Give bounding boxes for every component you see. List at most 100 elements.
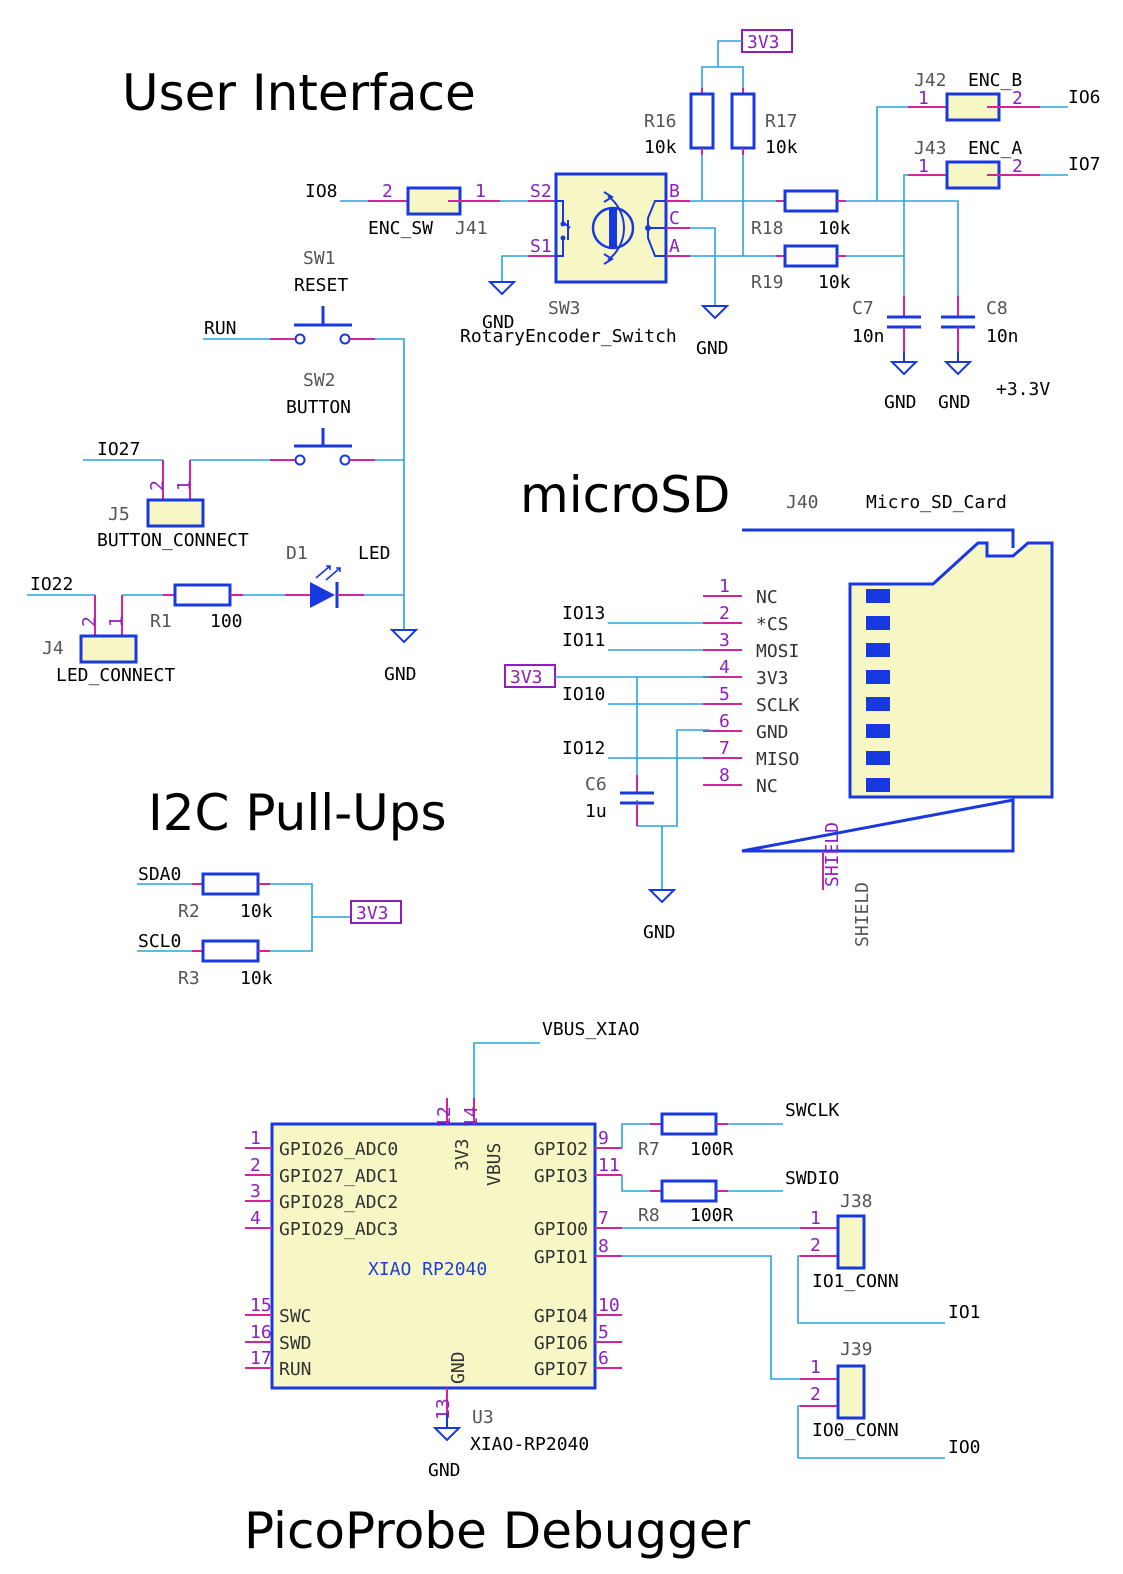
- resistor-r1[interactable]: R1 100: [150, 583, 243, 632]
- connector-j38[interactable]: J38 1 2 IO1_CONN: [800, 1191, 899, 1292]
- capacitor-c8[interactable]: C8 10n GND: [938, 296, 1019, 413]
- svg-text:GPIO4: GPIO4: [534, 1306, 588, 1327]
- net-label-scl0: SCL0: [138, 931, 181, 952]
- connector-j41[interactable]: 2 1 ENC_SW J41: [368, 181, 500, 239]
- resistor-r19[interactable]: R19 10k: [751, 244, 851, 293]
- net-label-sda0: SDA0: [138, 864, 181, 885]
- svg-text:GND: GND: [482, 312, 515, 333]
- capacitor-c7[interactable]: C7 10n GND: [852, 296, 921, 413]
- svg-text:GPIO28_ADC2: GPIO28_ADC2: [279, 1192, 398, 1213]
- svg-text:8: 8: [598, 1236, 609, 1257]
- svg-text:10k: 10k: [644, 137, 677, 158]
- gnd-symbol-sw3: GND: [482, 281, 517, 333]
- svg-text:SWD: SWD: [279, 1333, 312, 1354]
- led-d1[interactable]: D1 LED: [285, 543, 391, 608]
- resistor-r18[interactable]: R18 10k: [751, 189, 851, 239]
- svg-text:J43: J43: [914, 138, 947, 159]
- svg-text:A: A: [669, 236, 680, 257]
- svg-text:LED_CONNECT: LED_CONNECT: [56, 665, 175, 686]
- svg-text:SW1: SW1: [303, 248, 336, 269]
- svg-text:12: 12: [434, 1106, 455, 1128]
- svg-text:10: 10: [598, 1295, 620, 1316]
- svg-text:ENC_A: ENC_A: [968, 138, 1022, 159]
- svg-text:GND: GND: [938, 392, 971, 413]
- svg-text:9: 9: [598, 1128, 609, 1149]
- resistor-r17[interactable]: R17 10k: [730, 88, 798, 158]
- svg-text:R17: R17: [765, 111, 798, 132]
- svg-text:SW3: SW3: [548, 298, 581, 319]
- svg-text:R16: R16: [644, 111, 677, 132]
- ic-u3-xiao-rp2040[interactable]: 12 14 3V3 VBUS XIAO RP2040 13 GND U3 XIA…: [245, 1098, 622, 1455]
- connector-j4[interactable]: 2 1 J4 LED_CONNECT: [42, 595, 175, 686]
- svg-text:IO0_CONN: IO0_CONN: [812, 1420, 899, 1441]
- svg-text:C8: C8: [986, 298, 1008, 319]
- resistor-r2[interactable]: R2 10k: [178, 872, 273, 922]
- resistor-r16[interactable]: R16 10k: [644, 88, 715, 158]
- svg-text:SHIELD: SHIELD: [852, 882, 873, 947]
- svg-text:GPIO1: GPIO1: [534, 1247, 588, 1268]
- resistor-r3[interactable]: R3 10k: [178, 939, 273, 989]
- svg-text:C7: C7: [852, 298, 874, 319]
- resistor-r7[interactable]: R7 100R: [638, 1112, 734, 1160]
- svg-text:BUTTON_CONNECT: BUTTON_CONNECT: [97, 530, 249, 551]
- connector-j42[interactable]: 1 2 J42 ENC_B: [908, 70, 1040, 122]
- svg-text:R2: R2: [178, 901, 200, 922]
- svg-text:J38: J38: [840, 1191, 873, 1212]
- switch-sw1[interactable]: SW1 RESET: [270, 248, 375, 345]
- svg-text:10k: 10k: [818, 272, 851, 293]
- svg-text:1: 1: [719, 576, 730, 597]
- connector-j39[interactable]: J39 1 2 IO0_CONN: [800, 1339, 899, 1441]
- svg-text:S1: S1: [530, 236, 552, 257]
- svg-text:R8: R8: [638, 1205, 660, 1226]
- connector-j43[interactable]: 1 2 J43 ENC_A: [908, 138, 1040, 190]
- sd-contact-pad: [866, 778, 890, 792]
- svg-text:3V3: 3V3: [510, 667, 543, 688]
- svg-text:GND: GND: [384, 664, 417, 685]
- sd-contact-pad: [866, 724, 890, 738]
- sd-contact-pad: [866, 751, 890, 765]
- gnd-symbol-xiao: GND: [428, 1427, 462, 1481]
- gnd-symbol-encoder-c: GND: [696, 305, 730, 359]
- svg-text:7: 7: [719, 738, 730, 759]
- svg-text:100: 100: [210, 611, 243, 632]
- svg-text:14: 14: [461, 1106, 482, 1128]
- svg-text:SWC: SWC: [279, 1306, 312, 1327]
- svg-text:GPIO26_ADC0: GPIO26_ADC0: [279, 1139, 398, 1160]
- svg-text:MISO: MISO: [756, 749, 799, 770]
- svg-text:10n: 10n: [852, 326, 885, 347]
- capacitor-c6[interactable]: C6 1u: [585, 774, 654, 826]
- svg-text:C6: C6: [585, 774, 607, 795]
- svg-text:1u: 1u: [585, 801, 607, 822]
- power-label-plus-3v3: +3.3V: [996, 379, 1050, 400]
- svg-text:2: 2: [382, 181, 393, 202]
- svg-text:R7: R7: [638, 1139, 660, 1160]
- svg-text:5: 5: [719, 684, 730, 705]
- microsd-connector-j40[interactable]: J40 Micro_SD_Card SHIELD SHIELD: [741, 492, 1054, 947]
- svg-text:7: 7: [598, 1208, 609, 1229]
- svg-text:VBUS: VBUS: [484, 1143, 505, 1186]
- microsd-pin-list: 1NC2*CSIO133MOSIIO1143V35SCLKIO106GND7MI…: [562, 576, 800, 797]
- net-label-io7: IO7: [1068, 154, 1101, 175]
- svg-text:2: 2: [147, 480, 168, 491]
- svg-text:3V3: 3V3: [452, 1138, 473, 1171]
- svg-text:SHIELD: SHIELD: [822, 822, 843, 887]
- rotary-encoder-sw3[interactable]: S2 S1 B C A SW3 RotaryEncoder_Switch: [460, 172, 690, 347]
- svg-text:3V3: 3V3: [747, 32, 780, 53]
- svg-text:10k: 10k: [765, 137, 798, 158]
- switch-sw2[interactable]: SW2 BUTTON: [270, 370, 375, 466]
- resistor-r8[interactable]: R8 100R: [638, 1179, 734, 1226]
- section-title-picoprobe: PicoProbe Debugger: [244, 1502, 751, 1560]
- connector-j5[interactable]: 2 1 J5 BUTTON_CONNECT: [97, 460, 249, 551]
- svg-text:2: 2: [250, 1155, 261, 1176]
